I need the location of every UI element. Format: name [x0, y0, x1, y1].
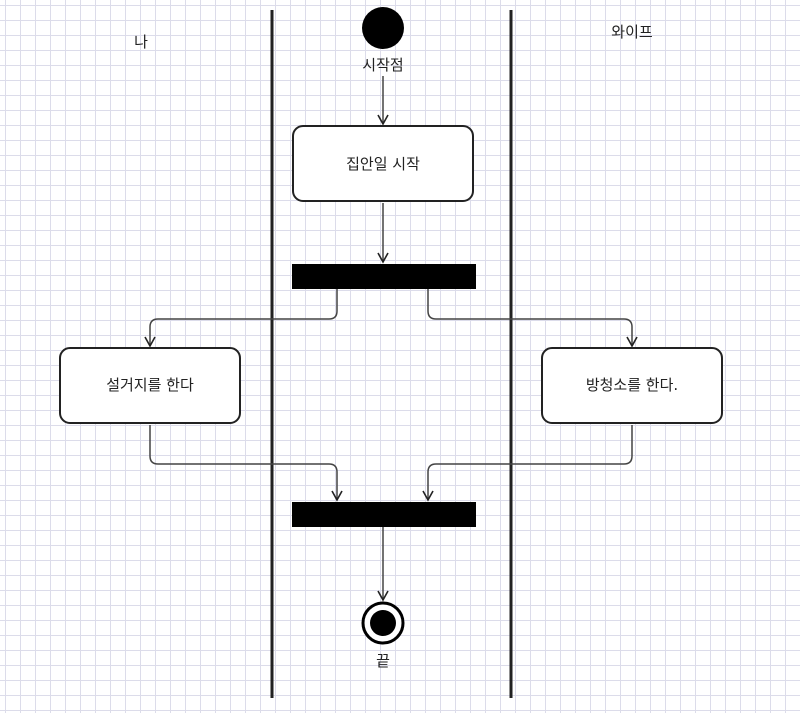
lane-header-wife: 와이프: [611, 23, 653, 41]
action-cleaning-label: 방청소를 한다.: [586, 376, 678, 394]
action-begin-chores[interactable]: [292, 125, 474, 202]
action-dishes-label: 설거지를 한다: [106, 376, 194, 394]
action-dishes[interactable]: [59, 347, 241, 424]
flow-fork-to-cleaning: [427, 289, 638, 348]
flow-fork-to-dishes: [144, 289, 338, 348]
end-node-core: [370, 610, 396, 636]
start-node[interactable]: [362, 7, 404, 49]
flow-cleaning-to-join: [422, 425, 633, 502]
end-node-label: 끝: [376, 652, 390, 670]
fork-bar[interactable]: [292, 264, 476, 289]
flow-dishes-to-join: [149, 425, 343, 502]
action-cleaning[interactable]: [541, 347, 723, 424]
join-bar[interactable]: [292, 502, 476, 527]
lane-header-me: 나: [134, 33, 148, 51]
start-node-label: 시작점: [362, 56, 403, 74]
action-begin-chores-label: 집안일 시작: [346, 155, 420, 173]
